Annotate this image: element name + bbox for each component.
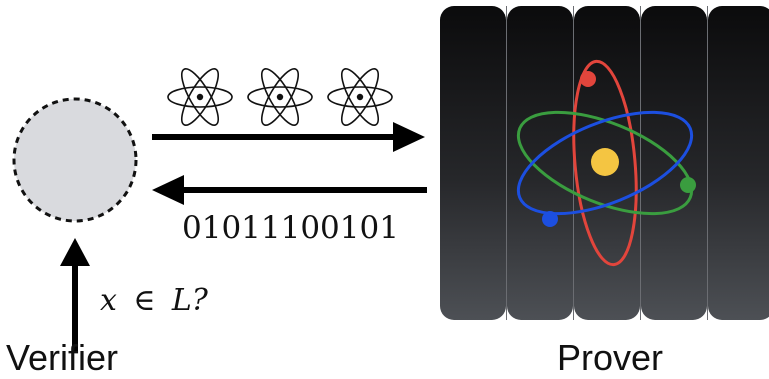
input-query-arrow <box>60 238 90 352</box>
atom-icon <box>327 63 393 131</box>
verifier-node <box>12 97 138 223</box>
quantum-message-arrow <box>152 122 425 152</box>
query-element-of: ∈ <box>133 283 155 318</box>
query-label: x ∈ L? <box>100 283 209 318</box>
atom-icon <box>516 59 696 267</box>
classical-response-arrow <box>152 175 427 205</box>
electron-red <box>580 71 596 87</box>
verifier-circle <box>12 97 138 223</box>
bitstring-label: 01011100101 <box>182 210 399 246</box>
verifier-label: Verifier <box>6 337 118 378</box>
query-language: L? <box>171 283 209 318</box>
prover-panel <box>641 6 707 320</box>
query-variable: x <box>100 283 117 318</box>
electron-blue <box>542 211 558 227</box>
electron-green <box>680 177 696 193</box>
prover-box <box>440 6 769 320</box>
prover-panel <box>440 6 506 320</box>
atom-icon <box>247 63 313 131</box>
prover-label: Prover <box>557 337 663 378</box>
prover-panel <box>507 6 573 320</box>
prover-panel <box>708 6 769 320</box>
quantum-message-atoms <box>167 63 393 131</box>
atom-icon <box>167 63 233 131</box>
